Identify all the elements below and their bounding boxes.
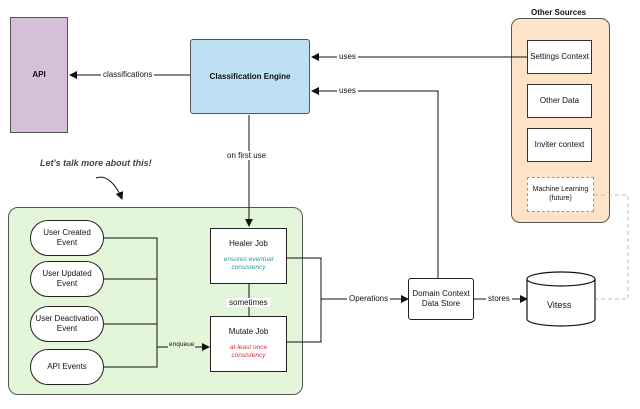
- edge-label-stores: stores: [486, 294, 512, 304]
- edge-label-enqueue: enqueue: [168, 341, 196, 349]
- settings-context-box[interactable]: Settings Context: [527, 40, 592, 74]
- api-events[interactable]: API Events: [30, 349, 104, 385]
- user-created-label: User Created Event: [43, 228, 91, 247]
- classification-engine-label: Classification Engine: [209, 71, 291, 81]
- healer-job-box[interactable]: Healer Job ensures eventual consistency: [210, 228, 287, 284]
- edge-ml-vitess: [594, 194, 629, 300]
- user-created-event[interactable]: User Created Event: [30, 220, 104, 256]
- edge-uses-mid: [311, 87, 439, 278]
- user-deactivation-label: User Deactivation Event: [35, 314, 99, 333]
- machine-learning-box[interactable]: Machine Learning (future): [527, 177, 594, 212]
- other-sources-title: Other Sources: [531, 8, 587, 17]
- healer-job-label: Healer Job: [229, 239, 268, 248]
- mutate-job-label: Mutate Job: [228, 327, 269, 336]
- inviter-context-label: Inviter context: [534, 140, 585, 150]
- annotation-note: Let's talk more about this!: [40, 158, 152, 168]
- vitess-cylinder: [526, 271, 596, 327]
- other-data-label: Other Data: [539, 96, 580, 106]
- mutate-job-note: at-least once consistency: [229, 344, 268, 359]
- vitess-label: Vitess: [547, 300, 572, 310]
- domain-context-box[interactable]: Domain Context Data Store: [408, 278, 474, 320]
- user-updated-label: User Updated Event: [42, 269, 92, 288]
- edge-label-classifications: classifications: [101, 70, 155, 80]
- classification-engine-box[interactable]: Classification Engine: [190, 39, 310, 114]
- api-events-label: API Events: [47, 362, 87, 372]
- mutate-job-box[interactable]: Mutate Job at-least once consistency: [210, 316, 287, 372]
- inviter-context-box[interactable]: Inviter context: [527, 128, 592, 162]
- healer-job-note: ensures eventual consistency: [223, 256, 274, 271]
- edge-label-uses-top: uses: [337, 52, 358, 62]
- edge-label-on-first-use: on first use: [225, 151, 269, 161]
- edge-label-sometimes: sometimes: [227, 298, 270, 308]
- annotation-arrow: [95, 176, 124, 200]
- user-deactivation-event[interactable]: User Deactivation Event: [30, 306, 104, 342]
- domain-context-label: Domain Context Data Store: [412, 289, 470, 308]
- machine-learning-label: Machine Learning (future): [532, 186, 589, 202]
- edge-label-operations: Operations: [347, 294, 391, 304]
- edge-label-uses-mid: uses: [337, 86, 358, 96]
- settings-context-label: Settings Context: [530, 52, 589, 62]
- user-updated-event[interactable]: User Updated Event: [30, 261, 104, 297]
- other-data-box[interactable]: Other Data: [527, 84, 592, 118]
- api-box[interactable]: API: [10, 17, 68, 133]
- api-label: API: [32, 70, 46, 80]
